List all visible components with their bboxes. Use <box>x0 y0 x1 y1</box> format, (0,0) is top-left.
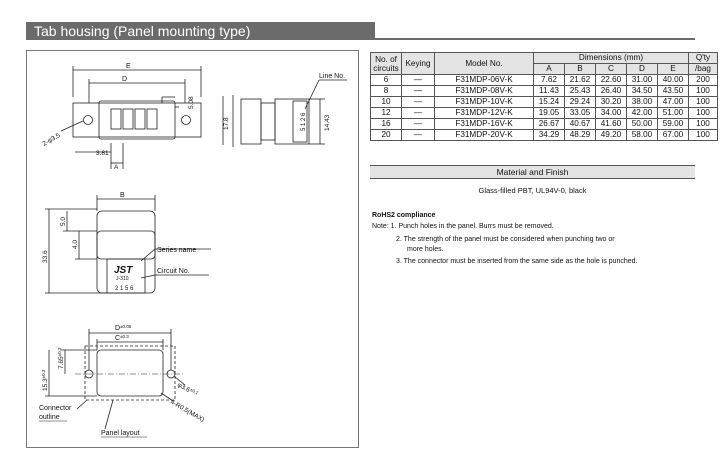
label-panel-layout: Panel layout <box>101 430 140 437</box>
panel-d: D±0.05 <box>115 324 132 332</box>
col-e: E <box>657 63 689 75</box>
header-rule <box>375 38 695 40</box>
material-text: Glass-filled PBT, UL94V-0, black <box>478 186 587 195</box>
label-outline: outline <box>39 414 60 421</box>
note-2b: more holes. <box>407 246 444 253</box>
label-a: A <box>114 164 119 171</box>
rohs-label: RoHS2 compliance <box>372 212 436 219</box>
label-b: B <box>120 192 125 199</box>
panel-radius: 4-R0.5(MAX) <box>169 399 205 424</box>
label-d: D <box>122 76 127 83</box>
drawing-panel: E D 5.08 2-φ3.5 3.81 A 17.8 14.43 5 1 2 … <box>26 50 359 448</box>
col-model: Model No. <box>434 52 534 75</box>
dim-508: 5.08 <box>188 96 195 109</box>
panel-c: C±0.3 <box>115 334 129 342</box>
top-view: E D 5.08 2-φ3.5 3.81 A <box>42 63 224 171</box>
dim-381: 3.81 <box>96 150 109 157</box>
circuit-mark: 2 1 5 6 <box>115 286 134 292</box>
technical-drawing: E D 5.08 2-φ3.5 3.81 A 17.8 14.43 5 1 2 … <box>39 63 347 438</box>
panel-765: 7.65±0.3 <box>57 347 65 369</box>
dim-40: 4.0 <box>72 240 79 249</box>
brand-logo: JST <box>114 265 133 276</box>
note-1: Note: 1. Punch holes in the panel. Burrs… <box>372 223 554 230</box>
dim-178: 17.8 <box>223 117 230 130</box>
col-bag: /bag <box>688 63 718 75</box>
panel-153: 15.3±0.3 <box>41 369 49 391</box>
label-series-name: Series name <box>157 247 196 254</box>
label-e: E <box>126 63 131 70</box>
label-line-no: Line No. <box>319 73 345 80</box>
dim-1443: 14.43 <box>324 114 331 131</box>
dim-hole: 2-φ3.5 <box>42 132 62 148</box>
col-keying: Keying <box>401 52 435 75</box>
label-circuit-no: Circuit No. <box>157 268 190 275</box>
panel-hole: φ3.6±0.1 <box>176 381 200 399</box>
note-3: 3. The connector must be inserted from t… <box>396 258 638 265</box>
panel-layout: D±0.05 C±0.3 7.65±0.3 15.3±0.3 φ3.6±0.1 … <box>39 324 205 438</box>
col-qty: Q'ty <box>688 52 718 64</box>
col-c: C <box>595 63 627 75</box>
col-a: A <box>533 63 565 75</box>
col-dimensions: Dimensions (mm) <box>533 52 689 64</box>
material-heading: Material and Finish <box>370 165 695 179</box>
col-d: D <box>626 63 658 75</box>
series-mark: J-310 <box>116 276 129 282</box>
col-b: B <box>564 63 596 75</box>
line-mark: 5 1 2 6 <box>301 112 307 131</box>
dim-336: 33.6 <box>42 250 49 263</box>
side-view: 17.8 14.43 5 1 2 6 Line No. <box>223 73 347 147</box>
label-connector: Connector <box>39 405 72 412</box>
section-header: Tab housing (Panel mounting type) <box>26 22 375 40</box>
section-title: Tab housing (Panel mounting type) <box>34 23 251 39</box>
front-view: B 5.0 4.0 33.6 JST J-310 2 1 5 6 Series … <box>42 192 211 294</box>
dim-50: 5.0 <box>60 217 67 226</box>
note-2a: 2. The strength of the panel must be con… <box>396 236 615 243</box>
